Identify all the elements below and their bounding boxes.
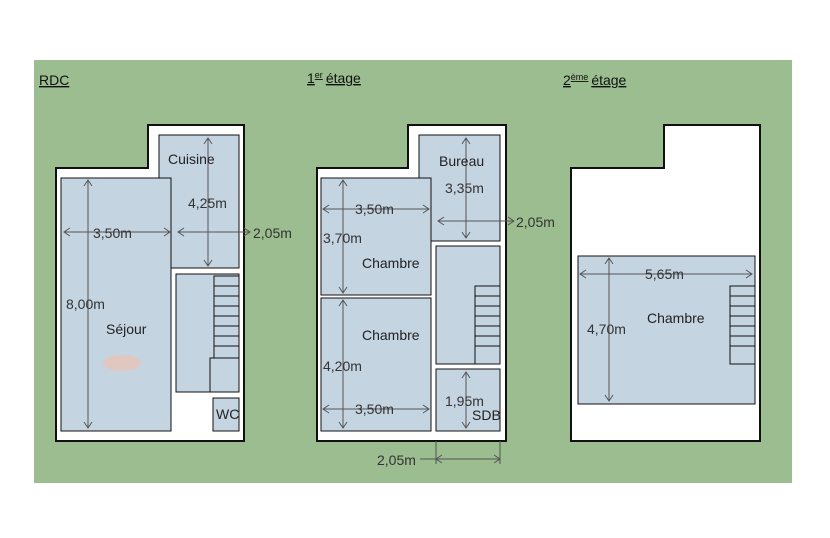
first-dim-bottom-w: 2,05m — [377, 452, 416, 468]
first-bath-label: SDB — [472, 407, 501, 423]
first-bedroom-b-label: Chambre — [362, 327, 420, 343]
second-dimension-lines — [579, 257, 753, 402]
second-bedroom-label: Chambre — [647, 310, 705, 326]
first-dim-bath-h: 1,95m — [445, 393, 484, 409]
rdc-stairs — [213, 275, 240, 359]
second-floor-plan: Chambre 5,65m 4,70m — [570, 124, 761, 442]
title-first-num: 1 — [307, 70, 315, 86]
second-bedroom — [577, 255, 756, 405]
second-dim-bed-h: 4,70m — [587, 321, 626, 337]
rdc-wc-label: WC — [216, 406, 239, 422]
first-dimension-lines — [322, 137, 515, 464]
first-floor-plan: Bureau Chambre Chambre SDB 3,35m 3,50m 2… — [316, 124, 555, 468]
rdc-dim-living-w: 3,50m — [93, 225, 132, 241]
second-dim-bed-w: 5,65m — [645, 266, 684, 282]
rdc-blur-spot — [103, 355, 141, 371]
rdc-living — [60, 177, 172, 432]
title-second-sup: ème — [571, 72, 589, 82]
first-dim-bed-b-w: 3,50m — [355, 401, 394, 417]
rdc-dimension-lines — [63, 137, 251, 429]
first-stair-area — [435, 245, 501, 365]
first-bedroom-a — [320, 177, 432, 296]
title-second-text: étage — [591, 72, 626, 88]
rdc-kitchen-label: Cuisine — [168, 151, 215, 167]
title-first-text: étage — [326, 70, 361, 86]
rdc-closet — [209, 357, 240, 393]
second-stairs — [729, 285, 756, 365]
rdc-dim-outer-w: 2,05m — [253, 225, 292, 241]
first-office — [418, 134, 501, 242]
first-dim-bed-a-w: 3,50m — [355, 201, 394, 217]
title-rdc: RDC — [39, 72, 69, 88]
first-stairs — [474, 285, 501, 365]
title-first-sup: er — [315, 70, 323, 80]
rdc-dim-kitchen-h: 4,25m — [188, 195, 227, 211]
first-office-label: Bureau — [439, 153, 484, 169]
first-dim-office-h: 3,35m — [445, 180, 484, 196]
rdc-plan: Cuisine Séjour WC 4,25m 3,50m 2,05m 8,00… — [55, 124, 292, 442]
rdc-dim-living-h: 8,00m — [66, 296, 105, 312]
first-dim-bed-a-h: 3,70m — [323, 230, 362, 246]
first-dim-outer-w: 2,05m — [516, 214, 555, 230]
first-bedroom-a-label: Chambre — [362, 255, 420, 271]
first-bath — [435, 368, 501, 432]
title-second-num: 2 — [563, 72, 571, 88]
rdc-living-label: Séjour — [106, 321, 147, 337]
rdc-wc — [212, 397, 240, 432]
first-dim-bed-b-h: 4,20m — [323, 358, 362, 374]
